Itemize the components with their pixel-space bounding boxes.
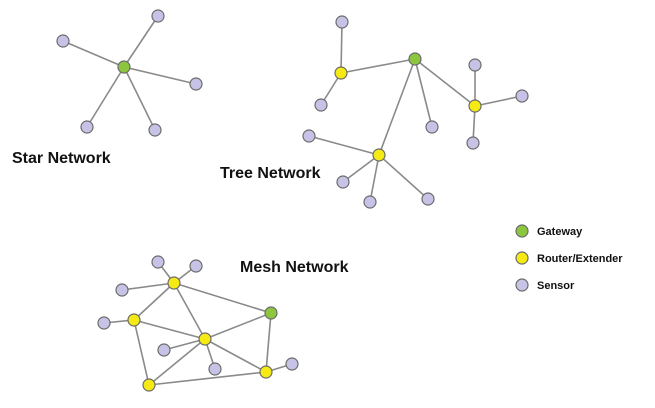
tree-link-r3-s7	[308, 135, 380, 156]
mesh-router-node-r3	[198, 332, 212, 346]
tree-link-g-s3	[414, 58, 433, 128]
star-link-g-s1	[123, 15, 159, 68]
tree-link-r2-s5	[474, 95, 523, 107]
mesh-router-node-r4	[142, 378, 156, 392]
legend: Gateway Router/Extender Sensor	[515, 224, 623, 292]
tree-sensor-node-s9	[421, 192, 435, 206]
tree-router-node-r2	[468, 99, 482, 113]
star-gateway-node-g	[117, 60, 131, 74]
mesh-link-g-r5	[265, 312, 272, 373]
mesh-sensor-node-s7	[285, 357, 299, 371]
tree-sensor-node-s2	[314, 98, 328, 112]
mesh-link-r3-r4	[148, 338, 206, 386]
legend-gateway-label: Gateway	[537, 226, 583, 238]
mesh-link-r3-r5	[204, 338, 267, 373]
mesh-gateway-node-g	[264, 306, 278, 320]
tree-link-r3-s9	[378, 154, 429, 200]
tree-router-node-r1	[334, 66, 348, 80]
mesh-router-node-r5	[259, 365, 273, 379]
legend-gateway-icon	[515, 224, 529, 238]
tree-link-g-r2	[414, 58, 476, 107]
mesh-sensor-node-s5	[157, 343, 171, 357]
mesh-link-r3-s5	[163, 338, 206, 351]
star-link-g-s2	[62, 40, 125, 68]
tree-sensor-node-s7	[302, 129, 316, 143]
tree-router-node-r3	[372, 148, 386, 162]
star-link-g-s3	[123, 66, 197, 85]
mesh-link-r2-r4	[133, 319, 150, 386]
legend-router-icon	[515, 251, 529, 265]
star-link-g-s5	[123, 66, 156, 131]
star-sensor-node-s3	[189, 77, 203, 91]
tree-network-title: Tree Network	[220, 165, 321, 182]
mesh-sensor-node-s2	[189, 259, 203, 273]
tree-sensor-node-s6	[466, 136, 480, 150]
mesh-sensor-node-s3	[115, 283, 129, 297]
mesh-link-r4-r5	[148, 371, 267, 386]
tree-sensor-node-s10	[336, 175, 350, 189]
star-link-g-s4	[86, 66, 125, 128]
mesh-network-title: Mesh Network	[240, 259, 349, 276]
star-sensor-node-s1	[151, 9, 165, 23]
tree-link-g-r3	[378, 58, 416, 156]
legend-sensor-label: Sensor	[537, 280, 575, 292]
mesh-sensor-node-s1	[151, 255, 165, 269]
mesh-link-r1-s3	[121, 282, 175, 291]
mesh-link-r1-r3	[173, 282, 206, 340]
star-sensor-node-s5	[148, 123, 162, 137]
mesh-sensor-node-s4	[97, 316, 111, 330]
nodes-layer	[56, 9, 529, 392]
edges-layer	[62, 15, 523, 386]
tree-gateway-node-g	[408, 52, 422, 66]
mesh-link-r1-g	[173, 282, 272, 314]
mesh-link-r1-r2	[133, 282, 175, 321]
mesh-router-node-r2	[127, 313, 141, 327]
star-sensor-node-s2	[56, 34, 70, 48]
legend-router-label: Router/Extender	[537, 253, 623, 265]
mesh-router-node-r1	[167, 276, 181, 290]
tree-sensor-node-s5	[515, 89, 529, 103]
tree-sensor-node-s3	[425, 120, 439, 134]
star-sensor-node-s4	[80, 120, 94, 134]
mesh-link-r2-r3	[133, 319, 206, 340]
tree-link-r3-s10	[342, 154, 380, 183]
tree-sensor-node-s1	[335, 15, 349, 29]
tree-sensor-node-s4	[468, 58, 482, 72]
mesh-link-r3-g	[204, 312, 272, 340]
tree-sensor-node-s8	[363, 195, 377, 209]
star-network-title: Star Network	[12, 150, 111, 167]
tree-link-g-r1	[340, 58, 416, 74]
tree-link-r3-s8	[369, 154, 380, 203]
tree-link-r1-s1	[340, 21, 343, 74]
legend-sensor-icon	[515, 278, 529, 292]
mesh-sensor-node-s6	[208, 362, 222, 376]
